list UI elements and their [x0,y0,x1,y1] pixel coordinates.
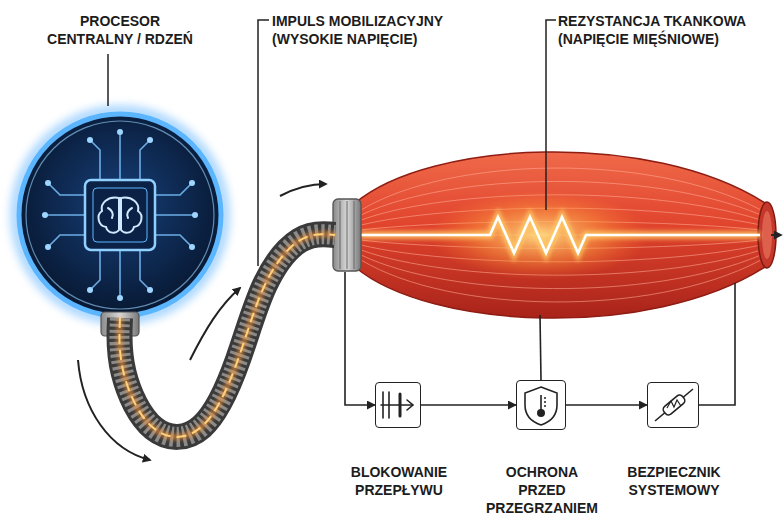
cable-impulse [119,234,335,437]
flow-connector [345,272,375,405]
nerve-cable [119,234,335,437]
processor-icon [16,111,224,319]
caption-label: BLOKOWANIE PRZEPŁYWU [338,463,460,499]
fuse-icon [655,389,693,421]
flow-connector [540,315,541,380]
heading-label: PROCESOR CENTRALNY / RDZEŃ [40,12,200,48]
muscle-shape: REZYSTANCJA TKANKOWA (NAPIĘCIE MIĘŚNIOWE… [335,140,775,330]
caption-label: OCHRONA PRZED PRZEGRZANIEM [481,463,603,517]
flow-block-icon [381,392,413,418]
function-box: BLOKOWANIE PRZEPŁYWU [375,382,421,428]
connector-group [540,315,541,380]
connector-group [345,272,375,405]
connector-group [699,283,735,405]
caption-label: BEZPIECZNIK SYSTEMOWY [613,463,735,499]
muscle-illustration [333,152,776,318]
processor-circle: PROCESOR CENTRALNY / RDZEŃ [17,112,223,318]
connector-group [119,234,335,437]
output-arrow [771,234,781,236]
function-box: OCHRONA PRZED PRZEGRZANIEM [516,380,566,430]
cable-glow [119,234,335,437]
heading-label: REZYSTANCJA TKANKOWA (NAPIĘCIE MIĘŚNIOWE… [558,12,773,48]
flow-connector [699,283,735,405]
function-box: BEZPIECZNIK SYSTEMOWY [647,382,699,428]
connector-group [566,405,647,406]
cable-ribs [119,234,335,437]
connector-group [421,405,516,406]
flow-connector [421,404,516,406]
shield-thermometer-icon [525,387,557,425]
resistor-symbol [360,217,760,253]
callout-label: IMPULS MOBILIZACYJNY (WYSOKIE NAPIĘCIE) [272,12,492,48]
flow-connector [566,404,647,406]
